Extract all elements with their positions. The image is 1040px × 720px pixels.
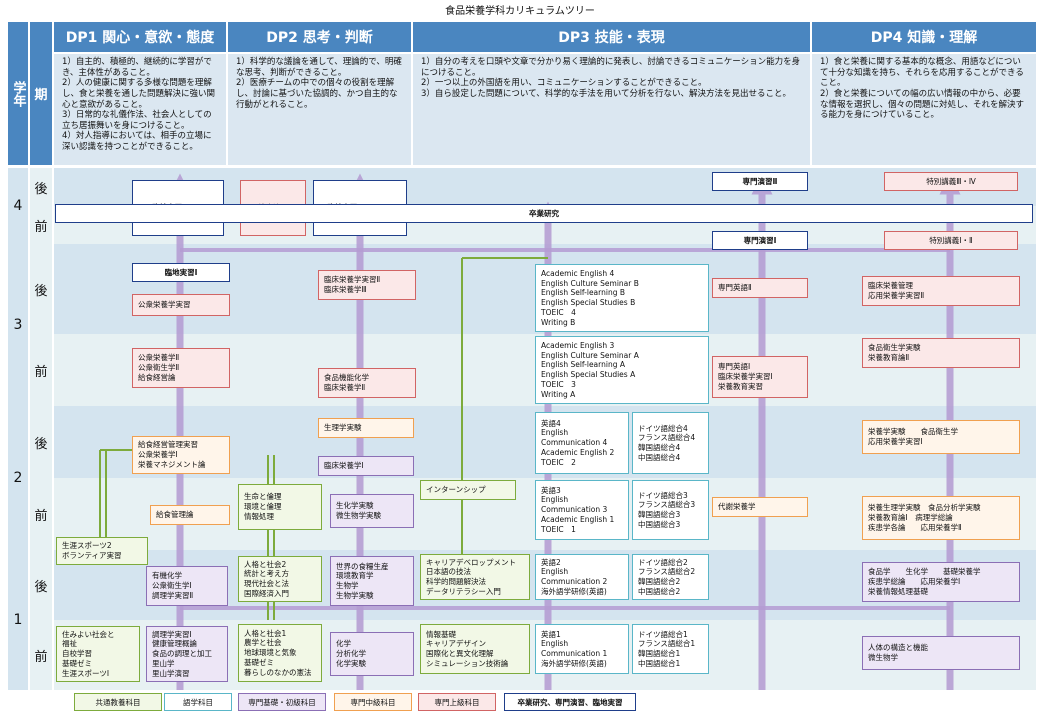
course-sekai-shokuryo: 世界の食糧生産 環境教育学 生物学 生物学実験	[330, 556, 414, 606]
course-joho-kiso: 情報基礎 キャリアデザイン 国際化と異文化理解 シミュレーション技術論	[420, 624, 530, 674]
course-senmon-eigo-2: 専門英語Ⅱ	[712, 278, 808, 298]
course-doitsu-1: ドイツ語総合1 フランス語総合1 韓国語総合1 中国語総合1	[632, 624, 709, 674]
course-eigo-4: 英語4 English Communication 4 Academic Eng…	[535, 412, 629, 474]
course-doitsu-2: ドイツ語総合2 フランス語総合2 韓国語総合2 中国語総合2	[632, 554, 709, 600]
course-ningen-shakai-1: 人格と社会1 農学と社会 地球環境と気象 基礎ゼミ 暮らしのなかの憲法	[238, 624, 322, 682]
dp2-description: 1）科学的な議論を通して、理論的で、明確な思考、判断ができること。 2）医療チー…	[228, 54, 411, 165]
course-eigo-1: 英語1 English Communication 1 海外語学研修(英語)	[535, 624, 629, 674]
legend-research: 卒業研究、専門演習、臨地実習	[504, 693, 636, 711]
course-seimei-rinri: 生命と倫理 環境と倫理 情報処理	[238, 484, 322, 530]
course-senmon-enshu-1: 専門演習Ⅰ	[712, 231, 808, 250]
course-kyushoku-keiei: 給食経営管理実習 公衆栄養学Ⅰ 栄養マネジメント論	[132, 436, 230, 474]
course-shokuhingaku: 食品学 生化学 基礎栄養学 疾患学総論 応用栄養学Ⅰ 栄養情報処理基礎	[862, 562, 1020, 602]
term-y4-late: 後	[30, 168, 52, 206]
course-seika-jikken: 生化学実験 微生物学実験	[330, 494, 414, 528]
dp4-description: 1）食と栄養に関する基本的な概念、用語などについて十分な知識を持ち、それらを応用…	[812, 54, 1036, 165]
course-shokuhin-kinou: 食品機能化学 臨床栄養学Ⅱ	[318, 368, 416, 398]
course-kouei-jisshu: 公衆栄養学実習	[132, 294, 230, 316]
term-y4-early: 前	[30, 206, 52, 244]
dp1-header: DP1 関心・意欲・態度	[54, 22, 226, 52]
dp3-header: DP3 技能・表現	[413, 22, 810, 52]
course-eigo-3: 英語3 English Communication 3 Academic Eng…	[535, 480, 629, 540]
course-english-b: Academic English 4 English Culture Semin…	[535, 264, 709, 332]
page-title: 食品栄養学科カリキュラムツリー	[445, 6, 595, 17]
course-taisha-eiyou: 代謝栄養学	[712, 497, 808, 517]
course-eigo-2: 英語2 English Communication 2 海外語学研修(英語)	[535, 554, 629, 600]
course-rinsho-1: 臨床栄養学Ⅰ	[318, 456, 414, 476]
course-yuki-kagaku: 有機化学 公衆衛生学Ⅰ 調理学実習Ⅱ	[146, 566, 228, 606]
legend-intermediate: 専門中級科目	[334, 693, 412, 711]
course-internship: インターンシップ	[420, 480, 516, 500]
course-tokubetsu-3-4: 特別講義Ⅲ・Ⅳ	[884, 172, 1018, 191]
legend-basic: 専門基礎・初級科目	[238, 693, 326, 711]
dp1-description: 1）自主的、積極的、継続的に学習ができ、主体性があること。 2）人の健康に関する…	[54, 54, 226, 165]
year-1: 1	[8, 550, 28, 690]
course-tokubetsu-1-2: 特別講義Ⅰ・Ⅱ	[884, 231, 1018, 250]
dp2-header: DP2 思考・判断	[228, 22, 411, 52]
course-rinchi-1: 臨地実習Ⅰ	[132, 263, 230, 282]
course-eiyou-seiri-jikken: 栄養生理学実験 食品分析学実験 栄養教育論Ⅰ 病理学総論 疾患学各論 応用栄養学…	[862, 496, 1020, 540]
term-column-header: 期	[30, 22, 52, 165]
course-eiyou-jikken: 栄養学実験 食品衛生学 応用栄養学実習Ⅰ	[862, 420, 1020, 454]
course-kagaku: 化学 分析化学 化学実験	[330, 632, 414, 676]
course-senmon-eigo-1: 専門英語Ⅰ 臨床栄養学実習Ⅰ 栄養教育実習	[712, 356, 808, 398]
course-english-a: Academic English 3 English Culture Semin…	[535, 336, 709, 404]
course-chori-jisshu: 調理学実習Ⅰ 健康管理概論 食品の調理と加工 里山学 里山学演習	[146, 626, 228, 682]
year-column-header: 学年	[8, 22, 28, 165]
dp4-header: DP4 知識・理解	[812, 22, 1036, 52]
course-kouei-2: 公衆栄養学Ⅱ 公衆衛生学Ⅱ 給食経営論	[132, 348, 230, 388]
course-jintai-kozo: 人体の構造と機能 微生物学	[862, 636, 1020, 670]
course-ningen-shakai-2: 人格と社会2 統計と考え方 現代社会と法 国際経済入門	[238, 556, 322, 602]
course-senmon-enshu-2: 専門演習Ⅱ	[712, 172, 808, 191]
legend-advanced: 専門上級科目	[418, 693, 496, 711]
course-shogai-sports-2: 生涯スポーツ2 ボランティア実習	[56, 537, 148, 565]
year-3: 3	[8, 244, 28, 406]
course-rinsho-jisshu: 臨床栄養学実習Ⅱ 臨床栄養学Ⅲ	[318, 270, 416, 300]
course-seiri-jikken: 生理学実験	[318, 418, 414, 438]
course-sumiyoi-shakai: 住みよい社会と 福祉 自校学習 基礎ゼミ 生涯スポーツⅠ	[56, 626, 140, 682]
term-y1-late: 後	[30, 550, 52, 620]
year-4: 4	[8, 168, 28, 244]
course-career: キャリアデベロップメント 日本語の技法 科学的問題解決法 データリテラシー入門	[420, 554, 530, 600]
term-y2-late: 後	[30, 406, 52, 478]
term-y3-late: 後	[30, 244, 52, 334]
course-doitsu-4: ドイツ語総合4 フランス語総合4 韓国語総合4 中国語総合4	[632, 412, 709, 474]
course-shokuhin-eisei-jikken: 食品衛生学実験 栄養教育論Ⅱ	[862, 338, 1020, 368]
course-rinsho-kanri: 臨床栄養管理 応用栄養学実習Ⅱ	[862, 276, 1020, 306]
legend-common: 共通教養科目	[74, 693, 162, 711]
term-y1-early: 前	[30, 620, 52, 690]
course-kyushoku-kanri: 給食管理論	[150, 505, 230, 525]
course-sotsugyo-kenkyu: 卒業研究	[55, 204, 1033, 223]
term-y2-early: 前	[30, 478, 52, 550]
course-doitsu-3: ドイツ語総合3 フランス語総合3 韓国語総合3 中国語総合3	[632, 480, 709, 540]
term-y3-early: 前	[30, 334, 52, 406]
dp3-description: 1）自分の考えを口頭や文章で分かり易く理論的に発表し、討論できるコミュニケーショ…	[413, 54, 810, 165]
year-2: 2	[8, 406, 28, 550]
legend-language: 語学科目	[164, 693, 232, 711]
